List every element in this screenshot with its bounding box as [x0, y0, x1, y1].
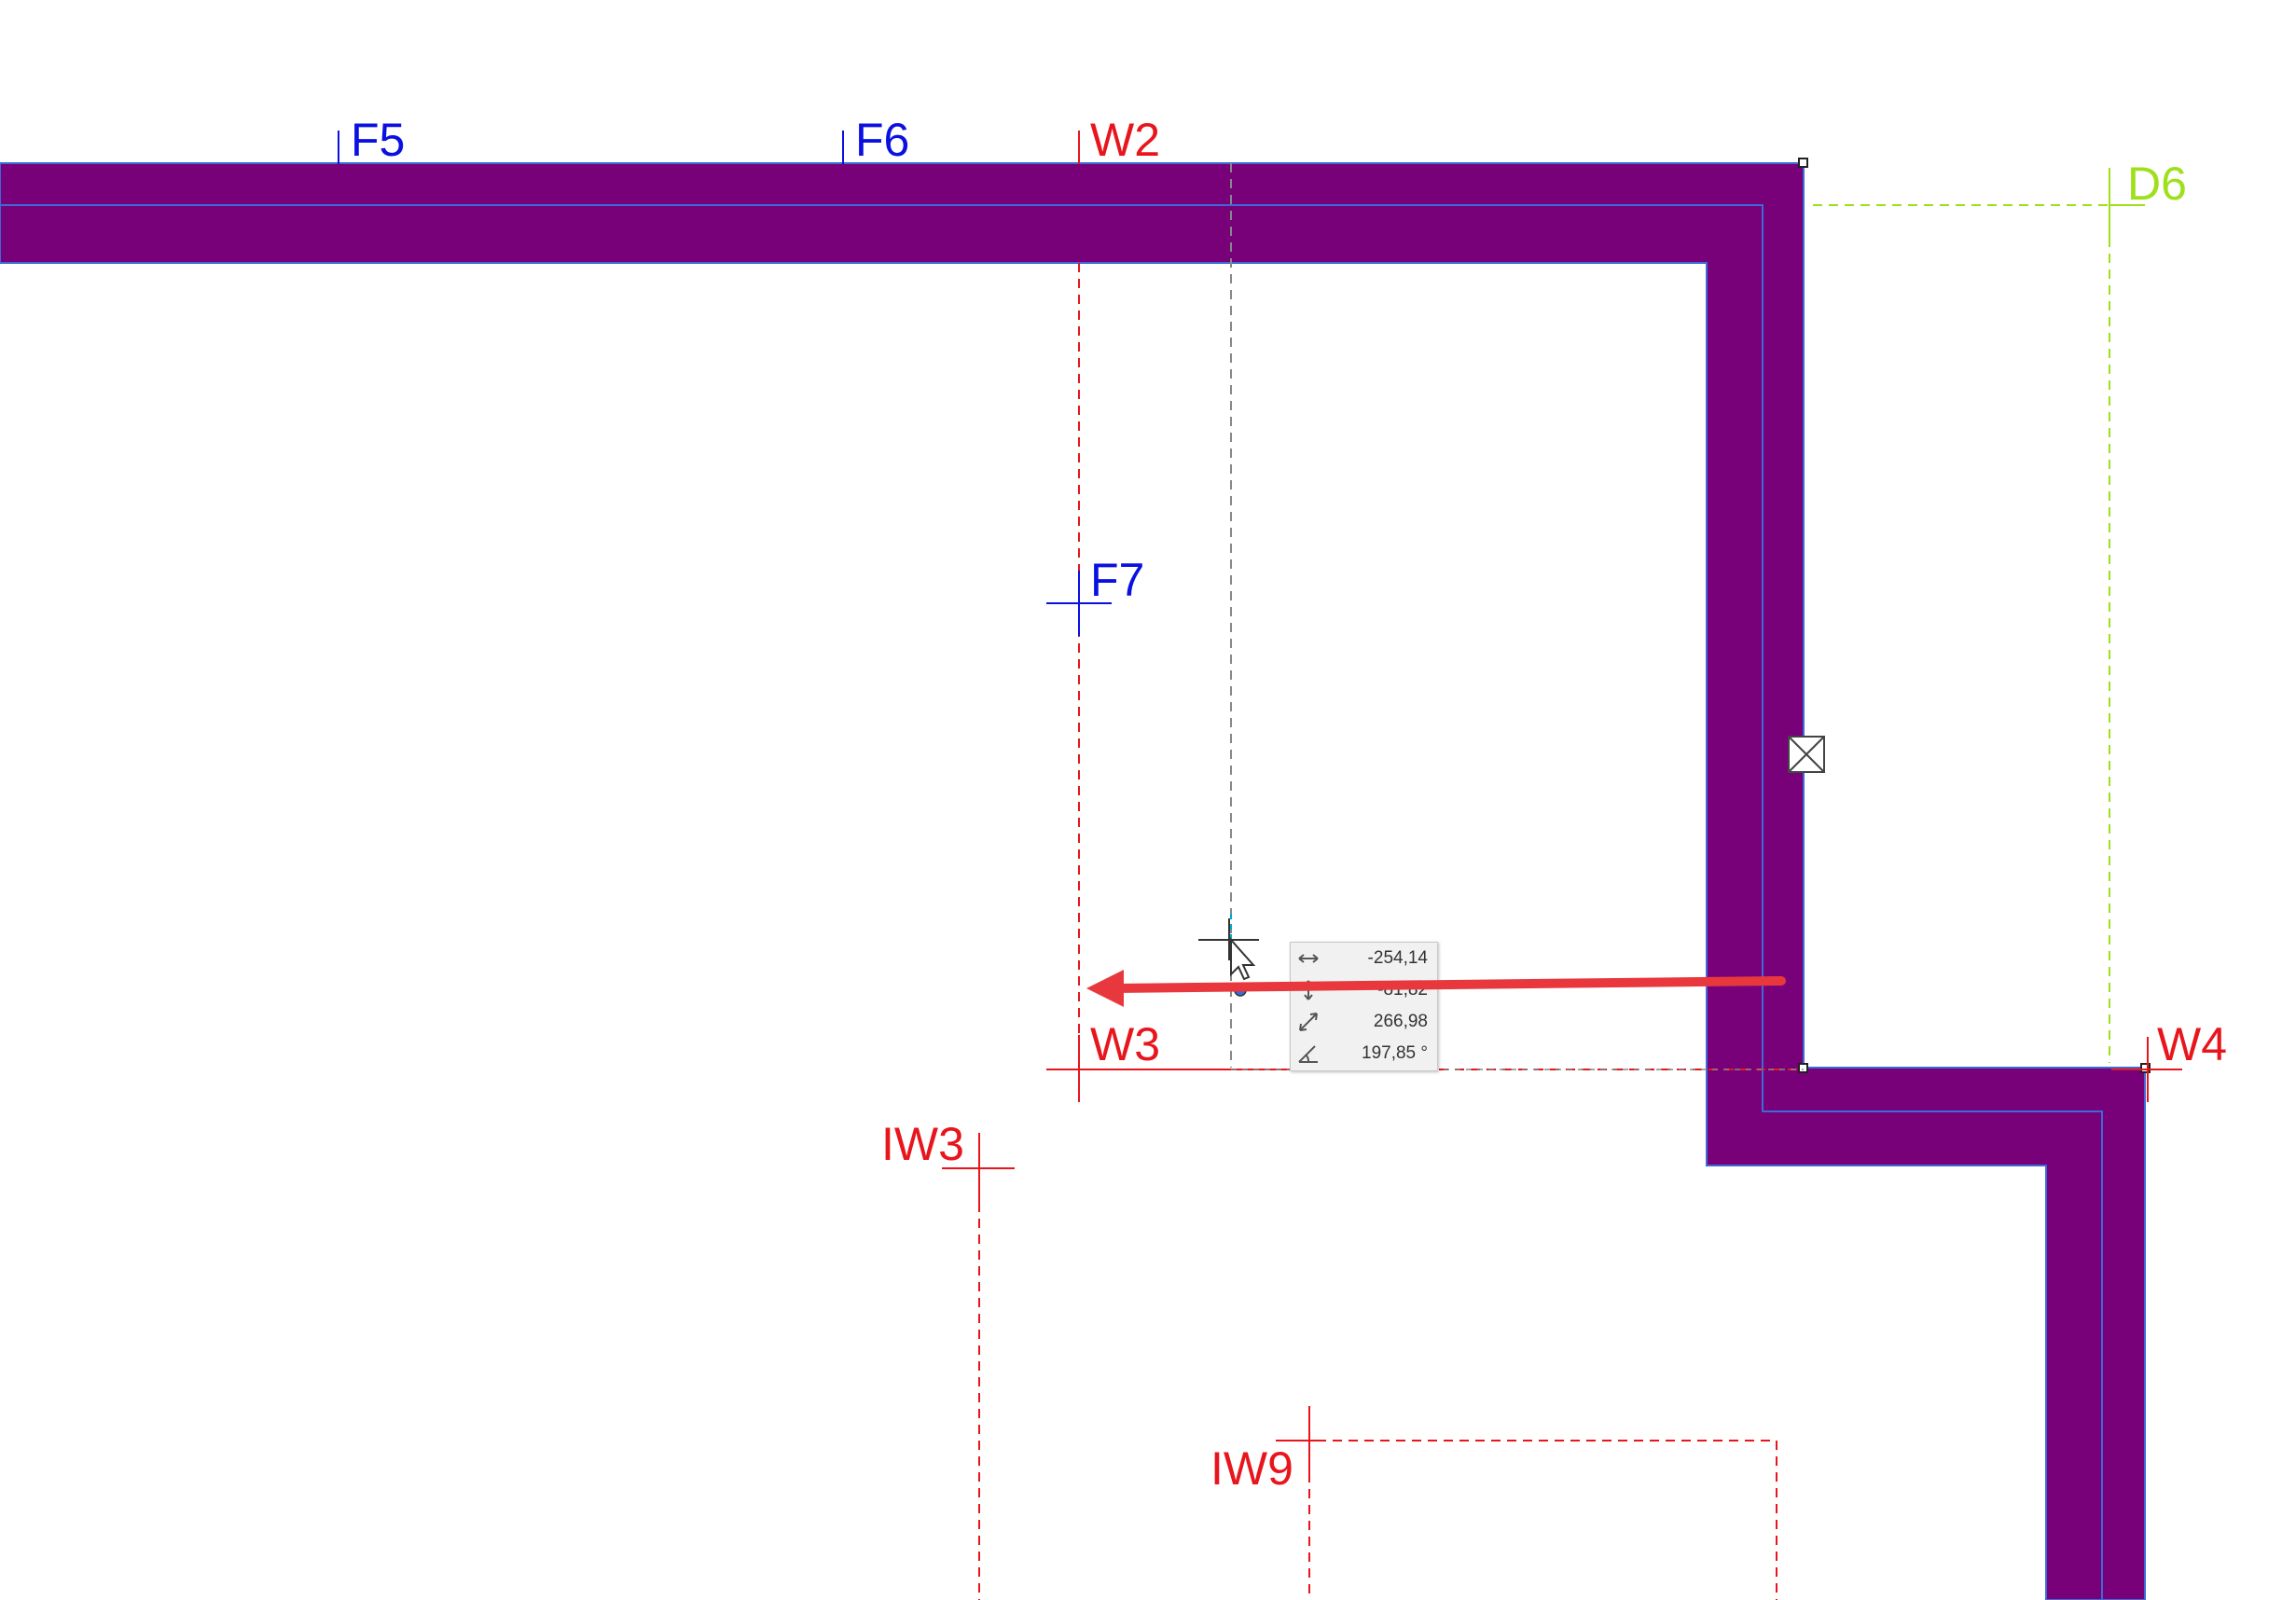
vertex-handle[interactable]: [2140, 1063, 2151, 1073]
angle-icon: [1298, 1045, 1318, 1063]
tooltip-distance-value: 266,98: [1373, 1012, 1428, 1031]
wall-midpoint-marker[interactable]: [1788, 736, 1825, 773]
wall-outline[interactable]: [0, 162, 2146, 1600]
axis-label-f7: F7: [1090, 554, 1145, 606]
axis-label-iw3: IW3: [881, 1118, 964, 1170]
vertex-handle[interactable]: [1798, 158, 1808, 168]
tooltip-dy-value: -81,82: [1377, 980, 1428, 1000]
axis-label-f5: F5: [351, 114, 406, 166]
axis-label-w2: W2: [1090, 114, 1160, 166]
vertex-handle[interactable]: [1798, 1063, 1808, 1073]
tooltip-row-dx: -254,14: [1291, 943, 1437, 974]
measurement-tooltip: -254,14 -81,82 266,98 197,85 °: [1290, 942, 1438, 1071]
axis-label-d6: D6: [2127, 158, 2187, 210]
axis-lines: [338, 131, 2182, 1600]
diagonal-arrow-icon: [1299, 1013, 1318, 1031]
tooltip-row-angle: 197,85 °: [1291, 1038, 1437, 1069]
horizontal-arrow-icon: [1298, 954, 1319, 963]
tooltip-dx-value: -254,14: [1367, 948, 1428, 968]
axis-label-f6: F6: [855, 114, 910, 166]
tooltip-row-distance: 266,98: [1291, 1006, 1437, 1038]
axis-label-w3: W3: [1090, 1018, 1160, 1070]
tooltip-row-dy: -81,82: [1291, 974, 1437, 1006]
axis-label-iw9: IW9: [1210, 1442, 1293, 1495]
axis-label-w4: W4: [2157, 1018, 2227, 1070]
vertex-handles[interactable]: [1798, 158, 2151, 1073]
cursor-crosshair: [1198, 918, 1259, 997]
vertical-arrow-icon: [1304, 980, 1313, 1000]
tooltip-angle-value: 197,85 °: [1362, 1043, 1428, 1063]
